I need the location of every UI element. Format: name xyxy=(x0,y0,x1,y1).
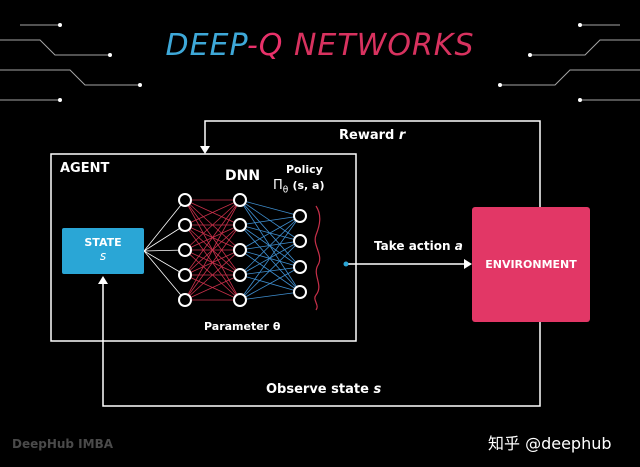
watermark-right: 知乎 @deephub xyxy=(488,434,612,453)
dnn-label: DNN xyxy=(225,168,261,184)
edge-state-l1 xyxy=(143,250,186,276)
edge-state-l1 xyxy=(143,224,186,252)
edge-l2-l3 xyxy=(239,240,301,301)
neuron-node xyxy=(178,243,192,257)
policy-args: (s, a) xyxy=(292,179,325,192)
neuron-node xyxy=(178,218,192,232)
neuron-node xyxy=(293,285,307,299)
state-box: STATE s xyxy=(62,228,144,274)
neuron-node xyxy=(293,260,307,274)
diagram-title: DEEP-Q NETWORKS xyxy=(0,28,640,63)
neuron-node xyxy=(293,234,307,248)
neuron-node xyxy=(233,293,247,307)
edge-l2-l3 xyxy=(239,215,301,226)
edge-state-l1 xyxy=(143,199,186,252)
neuron-node xyxy=(233,268,247,282)
edge-l2-l3 xyxy=(239,215,301,301)
edge-l2-l3 xyxy=(239,215,301,276)
arrow-heads xyxy=(98,146,472,284)
environment-label: ENVIRONMENT xyxy=(485,258,577,271)
environment-box: ENVIRONMENT xyxy=(472,207,590,322)
red-edges xyxy=(184,199,241,301)
neuron-node xyxy=(233,218,247,232)
observe-var: s xyxy=(373,382,382,397)
state-var: s xyxy=(99,249,107,263)
edge-l1-l2 xyxy=(184,199,241,276)
watermark-left: DeepHub IMBA xyxy=(12,437,114,451)
neuron-node xyxy=(178,293,192,307)
edge-l1-l2 xyxy=(184,199,241,226)
edge-l1-l2 xyxy=(184,199,241,251)
reward-label: Reward r xyxy=(339,128,405,143)
state-label: STATE xyxy=(84,236,122,249)
circuit-dots xyxy=(58,23,582,102)
policy-label: Policy xyxy=(286,163,323,176)
reward-var: r xyxy=(398,128,406,143)
blue-edges xyxy=(239,199,301,301)
neuron-node xyxy=(178,193,192,207)
edge-l2-l3 xyxy=(239,291,301,301)
edge-l1-l2 xyxy=(184,249,241,301)
edge-l2-l3 xyxy=(239,266,301,301)
edge-l2-l3 xyxy=(239,215,301,251)
edge-l1-l2 xyxy=(184,274,241,301)
nodes xyxy=(178,193,307,307)
observe-label: Observe state s xyxy=(266,382,381,397)
edge-l2-l3 xyxy=(239,199,301,268)
edge-state-l1 xyxy=(143,250,186,301)
feedback-arrows xyxy=(102,120,541,407)
policy-formula: Πθ (s, a) xyxy=(273,178,324,196)
title-part-1: DEEP xyxy=(165,28,247,63)
neuron-node xyxy=(233,193,247,207)
edge-l2-l3 xyxy=(239,199,301,217)
neuron-node xyxy=(233,243,247,257)
edge-l1-l2 xyxy=(184,224,241,301)
agent-box xyxy=(50,153,357,342)
policy-subscript: θ xyxy=(282,185,289,196)
action-var: a xyxy=(454,239,463,253)
policy-wave xyxy=(314,205,321,311)
observe-text: Observe state xyxy=(266,382,369,397)
action-label: Take action a xyxy=(374,239,463,253)
neuron-node xyxy=(293,209,307,223)
action-text: Take action xyxy=(374,239,451,253)
action-source-dot xyxy=(343,261,349,267)
parameter-label: Parameter θ xyxy=(204,320,281,333)
policy-symbol: Π xyxy=(273,178,283,193)
title-part-3: NETWORKS xyxy=(293,28,475,63)
circuit-lines xyxy=(0,24,640,101)
reward-text: Reward xyxy=(339,128,395,143)
neuron-node xyxy=(178,268,192,282)
title-part-2: -Q xyxy=(246,28,284,63)
edge-l1-l2 xyxy=(184,199,241,301)
agent-label: AGENT xyxy=(60,161,110,176)
